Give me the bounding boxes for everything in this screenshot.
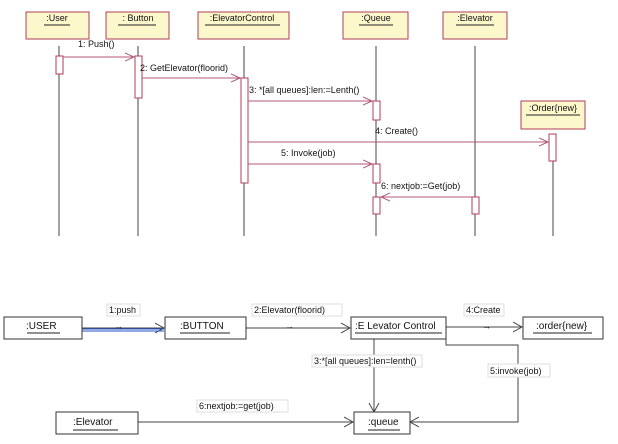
direction-arrow: → bbox=[285, 321, 294, 331]
lifeline-order-label: :Order{new} bbox=[529, 103, 577, 113]
object-elevator-label: :Elevator bbox=[73, 417, 113, 428]
link-button-control[interactable]: 2:Elevator(floorid) → bbox=[246, 303, 350, 331]
object-elevator-control-label: :E Levator Control bbox=[355, 321, 436, 332]
lifeline-button[interactable]: : Button bbox=[105, 11, 170, 236]
link-control-order[interactable]: 4:Create → bbox=[446, 303, 522, 331]
message-2-label: 2: GetElevator(floorid) bbox=[140, 63, 228, 73]
lifeline-elevator[interactable]: :Elevator bbox=[442, 11, 508, 236]
direction-arrow: → bbox=[114, 321, 123, 331]
object-queue-label: :queue bbox=[368, 417, 399, 428]
lifeline-elevator-label: :Elevator bbox=[457, 13, 493, 23]
collab-message-3-label: 3:*[all queues]:len=lenth() bbox=[314, 356, 416, 366]
object-elevator-control[interactable]: :E Levator Control bbox=[350, 316, 447, 340]
object-button-label: :BUTTON bbox=[180, 321, 224, 332]
message-3-label: 3: *[all queues]:len:=Lenth() bbox=[249, 85, 359, 95]
lifeline-order[interactable]: :Order{new} bbox=[520, 100, 586, 236]
collab-message-5-label: 5:invoke(job) bbox=[490, 366, 542, 376]
message-5[interactable]: 5: Invoke(job) bbox=[248, 148, 372, 164]
link-elevator-queue[interactable]: 6:nextjob:=get(job) bbox=[138, 399, 353, 422]
message-1-label: 1: Push() bbox=[78, 39, 115, 49]
lifeline-elevatorcontrol-label: :ElevatorControl bbox=[210, 13, 275, 23]
collab-message-2-label: 2:Elevator(floorid) bbox=[254, 305, 325, 315]
object-queue[interactable]: :queue bbox=[353, 411, 411, 435]
message-4-label: 4: Create() bbox=[375, 126, 418, 136]
message-6-label: 6: nextjob:=Get(job) bbox=[381, 181, 460, 191]
message-2[interactable]: 2: GetElevator(floorid) bbox=[140, 63, 240, 78]
object-button[interactable]: :BUTTON bbox=[164, 316, 247, 340]
lifeline-elevatorcontrol[interactable]: :ElevatorControl bbox=[197, 11, 290, 236]
message-5-label: 5: Invoke(job) bbox=[281, 148, 336, 158]
sequence-diagram: :User : Button :ElevatorControl :Queue :… bbox=[25, 11, 586, 236]
link-control-queue[interactable]: 3:*[all queues]:len=lenth() bbox=[311, 339, 423, 412]
message-4[interactable]: 4: Create() bbox=[248, 126, 548, 142]
lifeline-user[interactable]: :User bbox=[25, 11, 90, 236]
message-6[interactable]: 6: nextjob:=Get(job) bbox=[381, 181, 472, 197]
collab-message-6-label: 6:nextjob:=get(job) bbox=[199, 401, 274, 411]
message-1[interactable]: 1: Push() bbox=[63, 39, 134, 57]
collaboration-diagram: 1:push → 2:Elevator(floorid) → 4:Create … bbox=[3, 303, 604, 435]
direction-arrow: → bbox=[482, 321, 491, 331]
lifeline-button-label: : Button bbox=[122, 13, 153, 23]
collab-message-1-label: 1:push bbox=[109, 305, 136, 315]
lifeline-queue-label: :Queue bbox=[361, 13, 391, 23]
message-3[interactable]: 3: *[all queues]:len:=Lenth() bbox=[248, 85, 372, 101]
object-order[interactable]: :order{new} bbox=[522, 316, 604, 340]
activation-bars bbox=[55, 55, 557, 215]
collab-message-4-label: 4:Create bbox=[466, 305, 501, 315]
link-control-queue-invoke[interactable]: 5:invoke(job) bbox=[410, 339, 551, 422]
object-order-label: :order{new} bbox=[536, 321, 588, 332]
lifeline-user-label: :User bbox=[46, 13, 68, 23]
object-user-label: :USER bbox=[26, 321, 57, 332]
object-user[interactable]: :USER bbox=[3, 316, 83, 340]
object-elevator[interactable]: :Elevator bbox=[55, 411, 139, 435]
